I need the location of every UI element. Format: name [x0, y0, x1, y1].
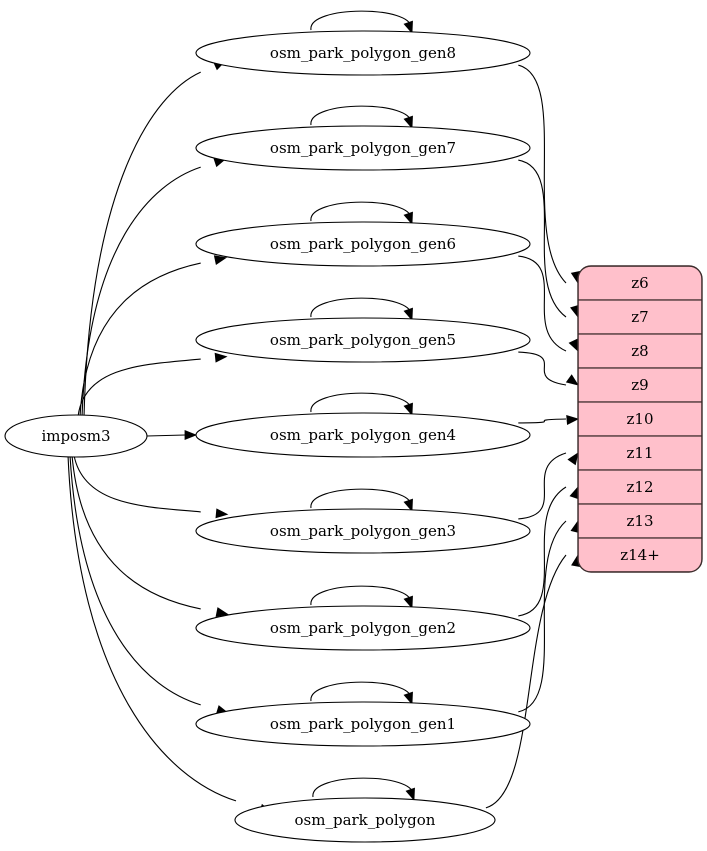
- node-label-gen3: osm_park_polygon_gen3: [270, 522, 456, 540]
- arrowhead-self-loop-gen6: [403, 211, 413, 226]
- table-row-label-z13: z13: [627, 512, 654, 530]
- edge-gen3-to-z11: [518, 452, 567, 520]
- node-gen7[interactable]: osm_park_polygon_gen7: [195, 125, 531, 171]
- arrowhead-imposm3-to-gen3: [215, 508, 229, 519]
- self-loop-gen4: [310, 392, 412, 413]
- arrowhead-imposm3-to-gen5: [214, 352, 228, 363]
- table-row-label-z12: z12: [627, 478, 654, 496]
- arrowhead-imposm3-to-gen4: [184, 430, 198, 440]
- node-ellipse-base[interactable]: [234, 797, 496, 843]
- table-row-label-z7: z7: [631, 308, 648, 326]
- arrowhead-self-loop-gen8: [403, 20, 413, 35]
- table-row-z8[interactable]: [578, 333, 702, 369]
- node-label-gen4: osm_park_polygon_gen4: [270, 426, 456, 444]
- arrowhead-self-loop-gen7: [403, 115, 413, 130]
- node-label-gen6: osm_park_polygon_gen6: [270, 235, 456, 253]
- layer-park-table: layer_parkz6z7z8z9z10z11z12z13z14+: [577, 265, 703, 573]
- arrowhead-self-loop-gen2: [403, 595, 413, 610]
- node-imposm3[interactable]: imposm3: [4, 414, 148, 458]
- self-loop-gen7: [310, 105, 412, 126]
- node-label-gen5: osm_park_polygon_gen5: [270, 331, 456, 349]
- self-loop-gen8: [310, 10, 412, 31]
- table-row-z11[interactable]: [578, 435, 702, 471]
- self-loop-gen2: [310, 585, 412, 606]
- edge-gen5-to-z9: [518, 351, 567, 386]
- arrowhead-self-loop-gen4: [403, 402, 413, 417]
- node-ellipse-gen6[interactable]: [195, 221, 531, 267]
- edge-gen8-to-z6: [518, 64, 567, 284]
- table-row-label-z6: z6: [631, 274, 648, 292]
- node-gen5[interactable]: osm_park_polygon_gen5: [195, 317, 531, 363]
- table-row-z10[interactable]: [578, 401, 702, 437]
- table-row-z14+[interactable]: [578, 537, 702, 572]
- node-ellipse-gen8[interactable]: [195, 30, 531, 76]
- arrowhead-gen4-to-z10: [566, 415, 580, 425]
- node-ellipse-gen4[interactable]: [195, 412, 531, 458]
- edge-imposm3-to-gen3: [73, 455, 201, 513]
- table-row-label-z14+: z14+: [620, 546, 660, 564]
- arrowhead-self-loop-gen5: [403, 307, 413, 322]
- self-loop-base: [312, 777, 414, 798]
- node-ellipse-imposm3[interactable]: [4, 414, 148, 458]
- table-row-label-z9: z9: [631, 376, 648, 394]
- edge-imposm3-to-gen2: [71, 455, 201, 610]
- edge-imposm3-to-gen4: [146, 434, 186, 437]
- edge-imposm3-to-base: [67, 455, 237, 802]
- node-ellipse-gen7[interactable]: [195, 125, 531, 171]
- node-gen6[interactable]: osm_park_polygon_gen6: [195, 221, 531, 267]
- edge-imposm3-to-gen6: [79, 262, 201, 417]
- node-gen3[interactable]: osm_park_polygon_gen3: [195, 508, 531, 554]
- arrowhead-gen3-to-z11: [567, 452, 579, 466]
- self-loop-gen6: [310, 201, 412, 222]
- self-loop-gen3: [310, 488, 412, 509]
- table-row-label-z11: z11: [627, 444, 654, 462]
- node-ellipse-gen3[interactable]: [195, 508, 531, 554]
- node-ellipse-gen2[interactable]: [195, 605, 531, 651]
- node-label-gen7: osm_park_polygon_gen7: [270, 139, 456, 157]
- edge-imposm3-to-gen1: [69, 455, 201, 706]
- node-label-gen8: osm_park_polygon_gen8: [270, 44, 456, 62]
- arrowhead-self-loop-gen3: [403, 498, 413, 513]
- node-label-gen2: osm_park_polygon_gen2: [270, 619, 456, 637]
- node-gen8[interactable]: osm_park_polygon_gen8: [195, 30, 531, 76]
- edge-imposm3-to-gen5: [77, 358, 201, 417]
- table-row-label-z10: z10: [627, 410, 654, 428]
- arrowhead-self-loop-base: [405, 787, 415, 802]
- table-row-label-z8: z8: [631, 342, 648, 360]
- arrowhead-imposm3-to-gen6: [213, 255, 228, 265]
- edge-gen6-to-z8: [518, 255, 567, 352]
- node-ellipse-gen1[interactable]: [195, 701, 531, 747]
- node-gen1[interactable]: osm_park_polygon_gen1: [195, 701, 531, 747]
- self-loop-gen1: [310, 681, 412, 702]
- nodes-layer: imposm3 osm_park_polygon_gen8 osm_park_pol…: [4, 30, 531, 843]
- edge-imposm3-to-gen8: [83, 71, 201, 417]
- edge-base-to-z14+: [485, 554, 567, 809]
- edge-gen7-to-z7: [518, 159, 567, 318]
- arrowhead-gen5-to-z9: [565, 374, 579, 386]
- node-label-gen1: osm_park_polygon_gen1: [270, 715, 456, 733]
- self-loop-gen5: [310, 297, 412, 318]
- edge-gen4-to-z10: [518, 418, 567, 424]
- node-label-imposm3: imposm3: [41, 427, 110, 445]
- node-label-base: osm_park_polygon: [295, 811, 436, 829]
- arrowhead-gen2-to-z12: [569, 485, 579, 500]
- node-gen4[interactable]: osm_park_polygon_gen4: [195, 412, 531, 458]
- arrowhead-self-loop-gen1: [403, 691, 413, 706]
- edge-gen2-to-z12: [518, 486, 567, 617]
- edge-gen1-to-z13: [518, 520, 567, 713]
- arrowhead-gen6-to-z8: [568, 338, 579, 352]
- node-base[interactable]: osm_park_polygon: [234, 797, 496, 843]
- arrowhead-imposm3-to-gen2: [215, 607, 229, 617]
- node-gen2[interactable]: osm_park_polygon_gen2: [195, 605, 531, 651]
- table-outline: [577, 265, 703, 573]
- edge-imposm3-to-gen7: [81, 166, 201, 417]
- table-row-z7[interactable]: [578, 299, 702, 335]
- node-ellipse-gen5[interactable]: [195, 317, 531, 363]
